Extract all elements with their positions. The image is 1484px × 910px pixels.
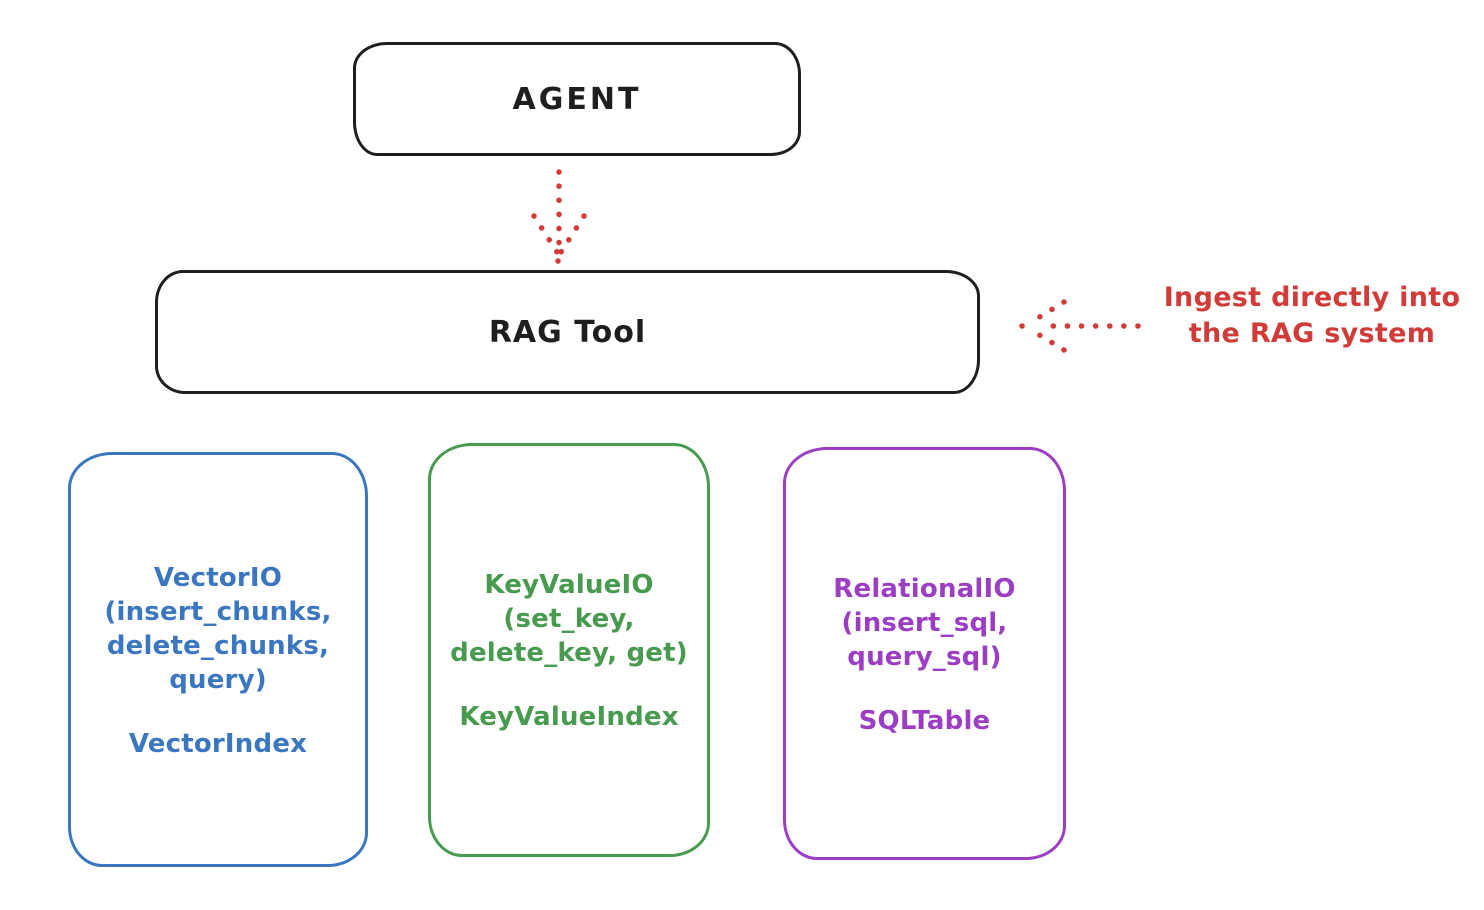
sql-table-label: SQLTable [858, 705, 991, 736]
agent-to-rag-arrow [531, 169, 587, 264]
agent-label: AGENT [512, 81, 642, 117]
keyvalue-io-title: KeyValueIO (set_key, delete_key, get) [450, 570, 688, 668]
relational-io-node: RelationalIO (insert_sql, query_sql) SQL… [783, 447, 1066, 860]
vector-io-title: VectorIO (insert_chunks, delete_chunks, … [104, 562, 332, 695]
vector-index-label: VectorIndex [128, 728, 308, 759]
rag-tool-node: RAG Tool [155, 270, 980, 394]
agent-node: AGENT [353, 42, 801, 156]
relational-io-title: RelationalIO (insert_sql, query_sql) [833, 573, 1016, 672]
vector-io-node: VectorIO (insert_chunks, delete_chunks, … [68, 452, 368, 867]
keyvalue-index-label: KeyValueIndex [459, 702, 679, 732]
ingest-annotation-text: Ingest directly into the RAG system [1163, 282, 1461, 349]
rag-tool-label: RAG Tool [488, 314, 647, 350]
ingest-annotation-arrow [1019, 299, 1141, 353]
keyvalue-io-node: KeyValueIO (set_key, delete_key, get) Ke… [428, 443, 710, 857]
